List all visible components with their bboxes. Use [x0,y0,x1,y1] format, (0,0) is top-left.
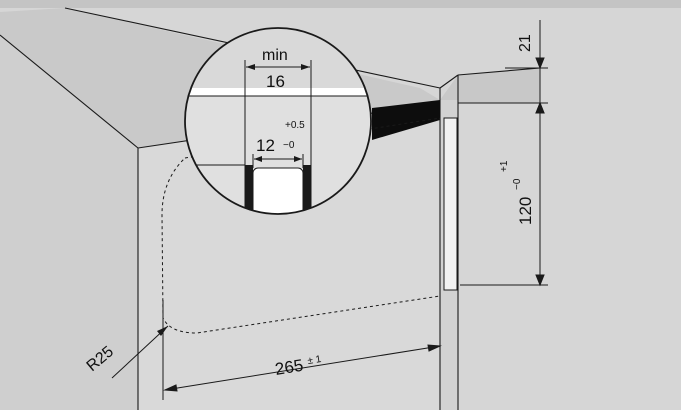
width-dimension [162,300,442,400]
width-tolerance: ± 1 [307,354,323,367]
height-tol-lower: −0 [512,178,523,190]
cabinet-side-face [0,35,138,410]
width-value: 265 [274,356,305,379]
radius-leader [111,325,169,379]
slot-tol-upper: +0.5 [285,120,305,131]
slot-tol-lower: −0 [283,140,295,151]
min-word: min [262,47,288,64]
door-edge-strip [443,117,458,291]
radius-arrow [157,326,168,336]
panel-top-edge [440,68,540,103]
top-band [0,0,681,8]
min-value: 16 [266,72,285,91]
height-dimension [460,101,548,287]
height-tol-upper: +1 [499,160,510,172]
slot-value: 12 [256,136,275,155]
top-gap-value: 21 [517,34,534,52]
slot-wedge [372,100,440,140]
height-value: 120 [516,197,535,225]
